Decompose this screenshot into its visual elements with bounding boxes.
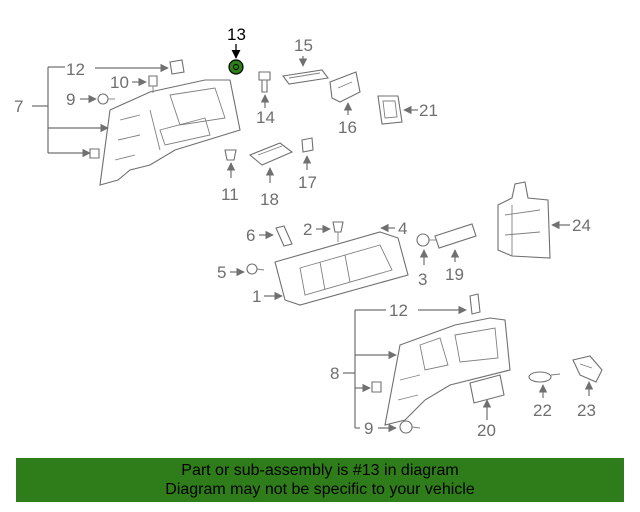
- callout-22: 22: [533, 401, 552, 420]
- part-3-screw: [416, 233, 436, 247]
- banner-line-1: Part or sub-assembly is #13 in diagram: [181, 462, 459, 479]
- part-13-highlighted: [228, 59, 244, 75]
- callout-21: 21: [419, 101, 438, 120]
- part-5-hook: [246, 263, 265, 275]
- callout-11: 11: [221, 185, 239, 204]
- callout-5: 5: [217, 263, 226, 282]
- callout-3: 3: [418, 270, 427, 289]
- part-14-bolt: [258, 71, 271, 93]
- callout-15: 15: [294, 36, 313, 55]
- part-19-trim: [434, 223, 477, 249]
- callout-18: 18: [260, 190, 279, 209]
- callout-13: 13: [227, 25, 246, 44]
- part-12-clip-lower: [469, 293, 481, 315]
- part-2-clip: [332, 221, 344, 242]
- callout-16: 16: [338, 118, 357, 137]
- bracket-7: [32, 66, 108, 159]
- part-22-hook: [528, 371, 561, 383]
- callout-12-upper: 12: [66, 60, 85, 79]
- part-9-fastener-lower: [399, 420, 421, 434]
- part-info-banner: Part or sub-assembly is #13 in diagram D…: [16, 458, 624, 502]
- callout-1: 1: [252, 287, 261, 306]
- callout-7: 7: [14, 97, 23, 116]
- callout-20: 20: [477, 421, 496, 440]
- exploded-parts-diagram: 7 12 10 9 13 14 15 16: [14, 25, 603, 440]
- callout-9-upper: 9: [66, 90, 75, 109]
- part-10-clip: [148, 75, 158, 93]
- quarter-trim-panel-upper: [99, 79, 241, 186]
- part-18-pocket: [248, 142, 294, 166]
- banner-line-2: Diagram may not be specific to your vehi…: [165, 481, 475, 498]
- callout-23: 23: [577, 401, 596, 420]
- part-15-tray: [282, 69, 329, 85]
- bracket-8: [343, 309, 396, 429]
- callout-12-lower: 12: [389, 301, 408, 320]
- callout-10: 10: [110, 73, 129, 92]
- callout-17: 17: [298, 173, 317, 192]
- part-23-bracket: [572, 355, 603, 383]
- part-1-panel: [274, 231, 409, 306]
- callout-8: 8: [330, 364, 339, 383]
- callout-6: 6: [246, 226, 255, 245]
- quarter-trim-panel-lower: [384, 317, 511, 426]
- part-12-clip: [169, 59, 185, 75]
- part-9-fastener-upper: [97, 93, 115, 105]
- callout-2: 2: [303, 220, 312, 239]
- callout-14: 14: [256, 108, 275, 127]
- part-6-strip: [275, 225, 293, 247]
- part-21-cover: [377, 95, 403, 125]
- callout-24: 24: [572, 216, 591, 235]
- part-24-duct: [497, 181, 551, 259]
- callout-4: 4: [398, 219, 407, 238]
- part-16-bracket: [329, 71, 361, 103]
- callout-19: 19: [445, 265, 464, 284]
- part-11-clip: [224, 149, 237, 161]
- callout-9-lower: 9: [364, 419, 373, 438]
- part-20-cover: [469, 374, 505, 404]
- part-17-pad: [301, 137, 314, 153]
